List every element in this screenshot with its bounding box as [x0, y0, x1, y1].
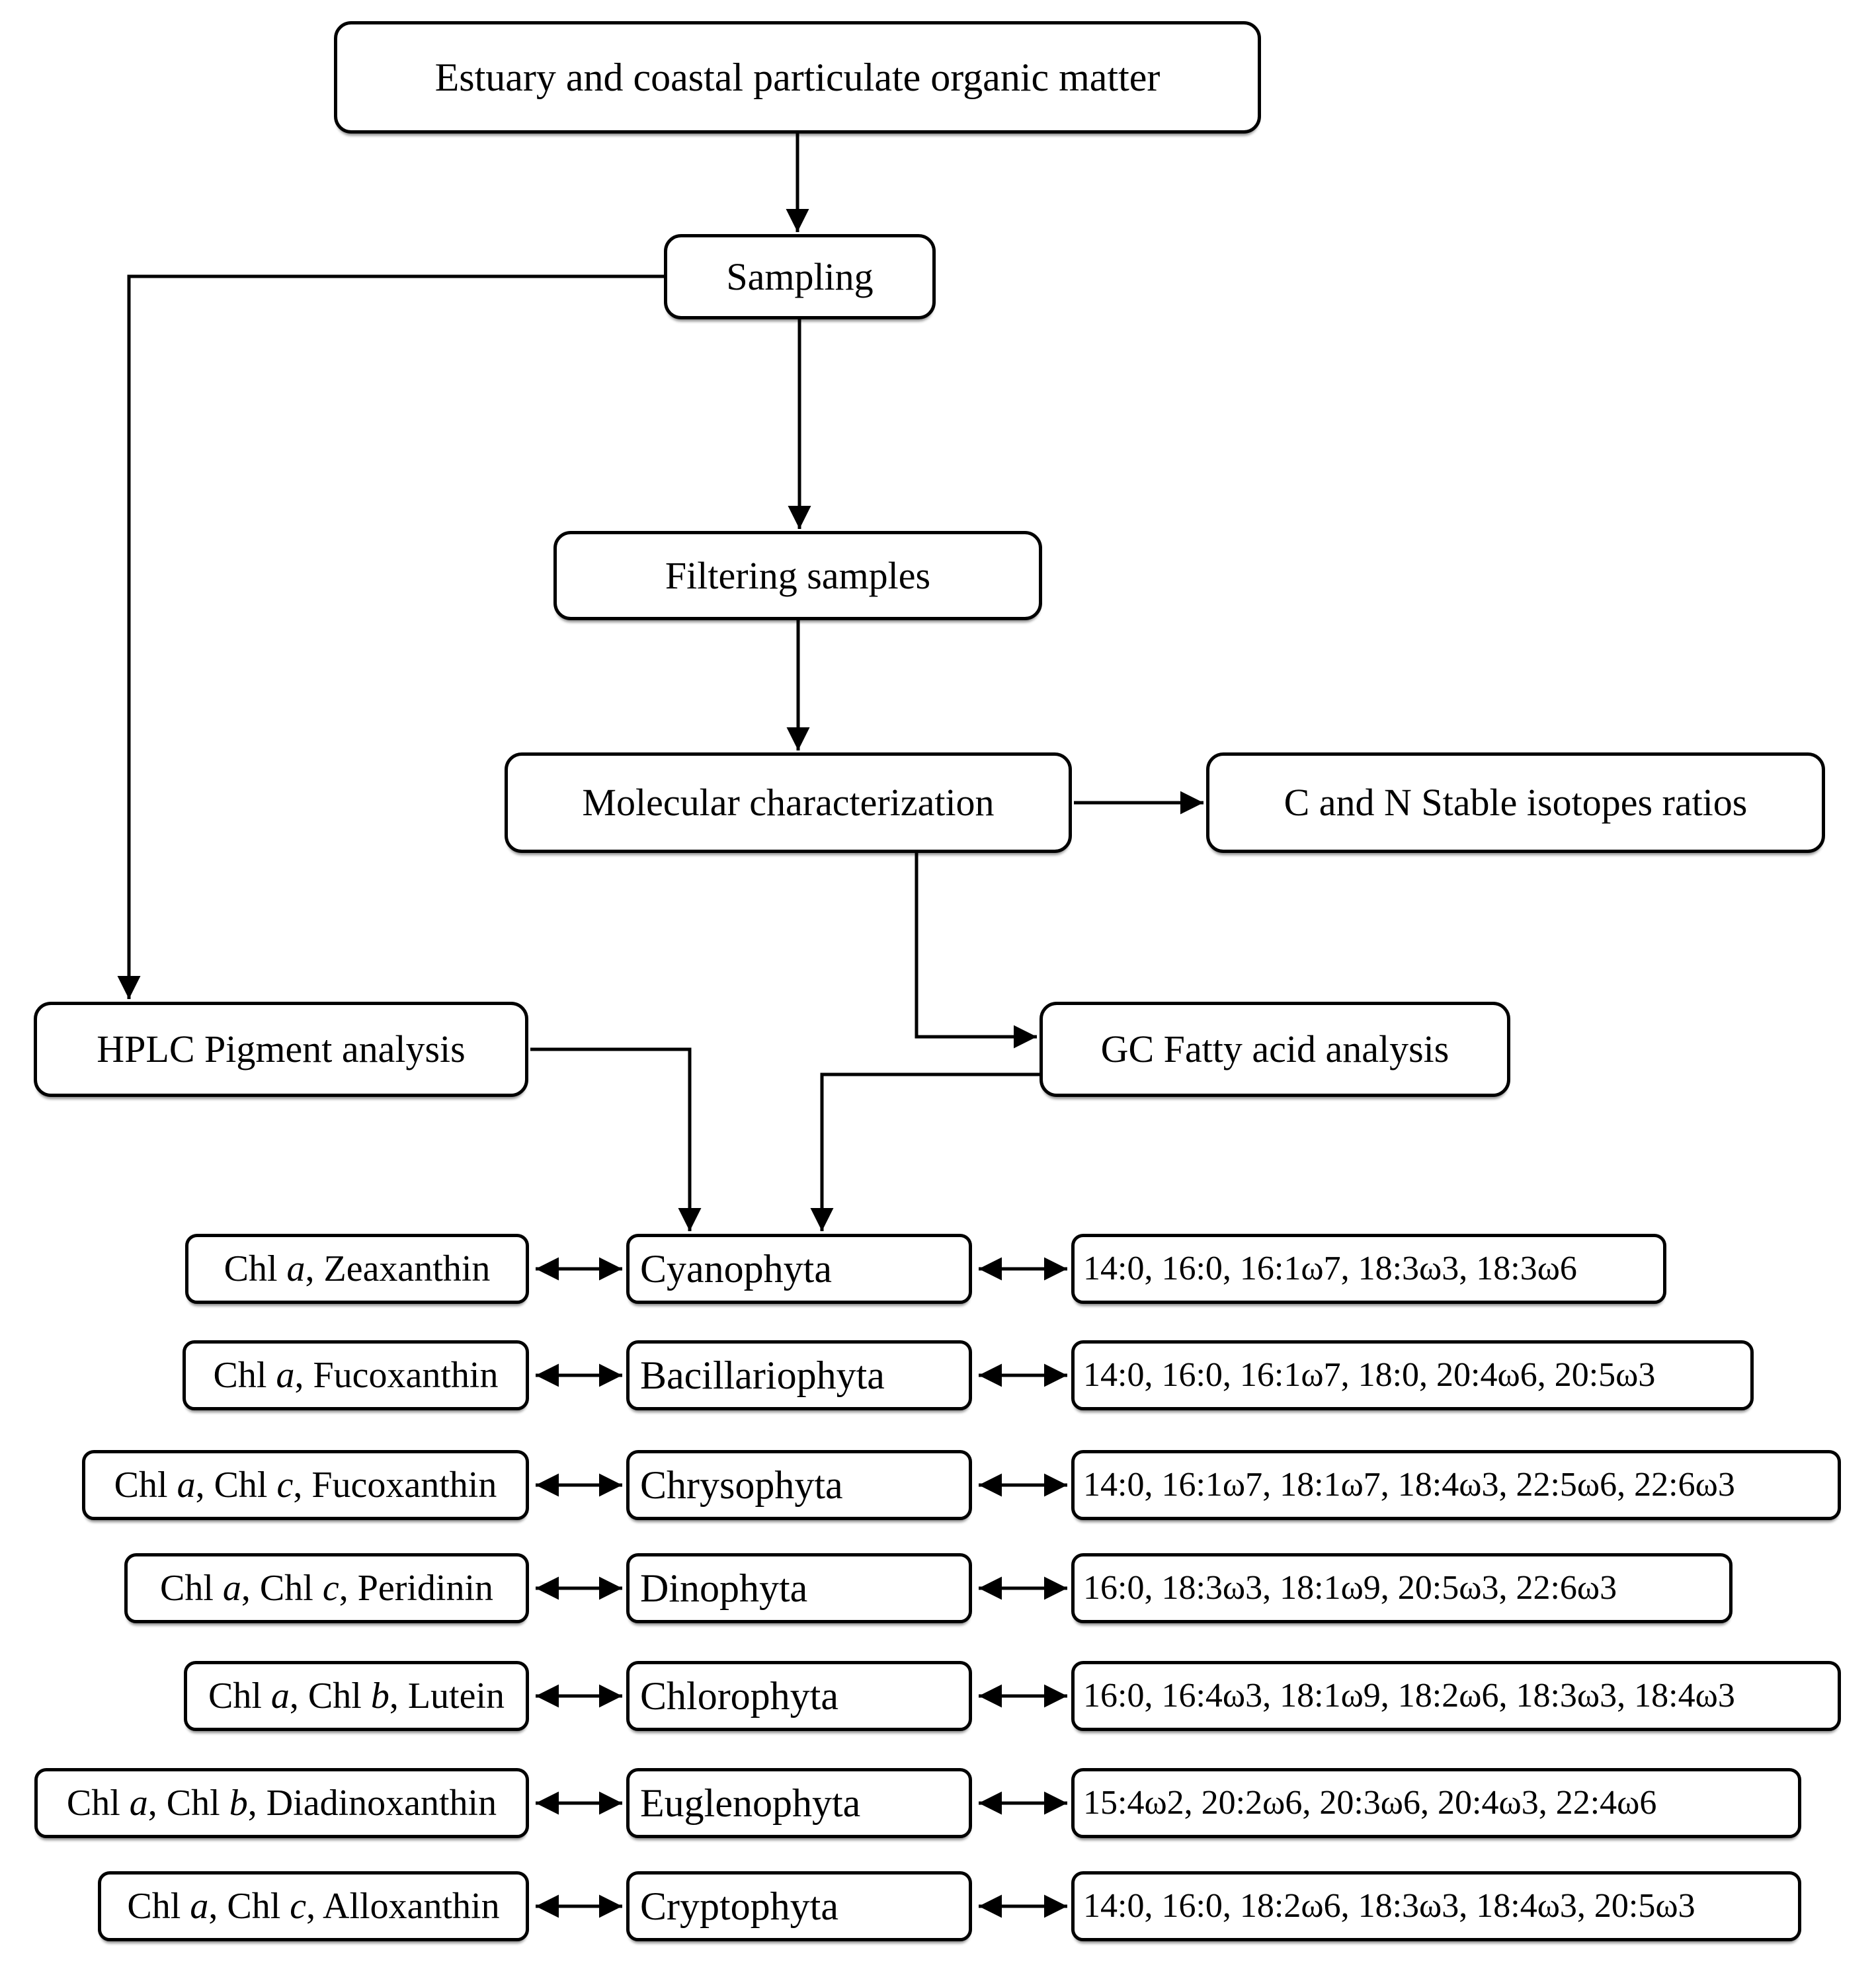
- node-gc-fatty-acid-analysis: GC Fatty acid analysis: [1040, 1002, 1510, 1097]
- phylum-label-dinophyta: Dinophyta: [640, 1566, 808, 1610]
- pigment-box-dinophyta: Chl a, Chl c, Peridinin: [124, 1553, 529, 1623]
- phylum-box-euglenophyta: Euglenophyta: [626, 1768, 972, 1838]
- pigment-label-euglenophyta: Chl a, Chl b, Diadinoxanthin: [66, 1783, 497, 1824]
- fatty-acids-label-cryptophyta: 14:0, 16:0, 18:2ω6, 18:3ω3, 18:4ω3, 20:5…: [1083, 1887, 1695, 1925]
- phylum-box-chlorophyta: Chlorophyta: [626, 1661, 972, 1731]
- node-hplc-pigment-analysis: HPLC Pigment analysis: [34, 1002, 528, 1097]
- fatty-acids-box-bacillariophyta: 14:0, 16:0, 16:1ω7, 18:0, 20:4ω6, 20:5ω3: [1071, 1340, 1754, 1410]
- fatty-acids-label-chlorophyta: 16:0, 16:4ω3, 18:1ω9, 18:2ω6, 18:3ω3, 18…: [1083, 1677, 1735, 1715]
- fatty-acids-box-cyanophyta: 14:0, 16:0, 16:1ω7, 18:3ω3, 18:3ω6: [1071, 1234, 1666, 1304]
- node-estuary-coastal-pom: Estuary and coastal particulate organic …: [334, 21, 1261, 134]
- phylum-label-cyanophyta: Cyanophyta: [640, 1247, 832, 1291]
- arrow-gc-to-cyanophyta: [810, 1072, 1040, 1231]
- phylum-box-chrysophyta: Chrysophyta: [626, 1450, 972, 1520]
- phylum-label-bacillariophyta: Bacillariophyta: [640, 1353, 885, 1397]
- arrow-sampling-to-hplc: [117, 274, 664, 999]
- node-sampling-label: Sampling: [726, 255, 874, 298]
- fatty-acids-box-chlorophyta: 16:0, 16:4ω3, 18:1ω9, 18:2ω6, 18:3ω3, 18…: [1071, 1661, 1841, 1731]
- pigment-box-euglenophyta: Chl a, Chl b, Diadinoxanthin: [34, 1768, 529, 1838]
- fatty-acids-box-cryptophyta: 14:0, 16:0, 18:2ω6, 18:3ω3, 18:4ω3, 20:5…: [1071, 1871, 1801, 1941]
- pigment-box-cryptophyta: Chl a, Chl c, Alloxanthin: [98, 1871, 529, 1941]
- pigment-box-chrysophyta: Chl a, Chl c, Fucoxanthin: [82, 1450, 529, 1520]
- pigment-box-cyanophyta: Chl a, Zeaxanthin: [185, 1234, 529, 1304]
- pigment-box-bacillariophyta: Chl a, Fucoxanthin: [183, 1340, 529, 1410]
- phylum-label-euglenophyta: Euglenophyta: [640, 1781, 861, 1825]
- pigment-label-chlorophyta: Chl a, Chl b, Lutein: [208, 1675, 505, 1716]
- pigment-label-cyanophyta: Chl a, Zeaxanthin: [224, 1248, 491, 1289]
- phylum-box-cryptophyta: Cryptophyta: [626, 1871, 972, 1941]
- fatty-acids-label-dinophyta: 16:0, 18:3ω3, 18:1ω9, 20:5ω3, 22:6ω3: [1083, 1569, 1617, 1607]
- node-estuary-label: Estuary and coastal particulate organic …: [434, 56, 1161, 99]
- node-molecular-characterization: Molecular characterization: [505, 752, 1072, 853]
- pigment-label-cryptophyta: Chl a, Chl c, Alloxanthin: [127, 1886, 500, 1927]
- arrow-hplc-to-cyanophyta: [530, 1047, 702, 1231]
- fatty-acids-label-cyanophyta: 14:0, 16:0, 16:1ω7, 18:3ω3, 18:3ω6: [1083, 1250, 1577, 1287]
- fatty-acids-label-chrysophyta: 14:0, 16:1ω7, 18:1ω7, 18:4ω3, 22:5ω6, 22…: [1083, 1466, 1735, 1504]
- node-isotopes-label: C and N Stable isotopes ratios: [1284, 781, 1748, 824]
- pigment-box-chlorophyta: Chl a, Chl b, Lutein: [184, 1661, 529, 1731]
- arrow-molecular-to-gc: [915, 853, 1037, 1049]
- node-molecular-label: Molecular characterization: [582, 781, 995, 824]
- node-stable-isotopes-ratios: C and N Stable isotopes ratios: [1206, 752, 1825, 853]
- node-gc-label: GC Fatty acid analysis: [1100, 1028, 1449, 1070]
- fatty-acids-box-euglenophyta: 15:4ω2, 20:2ω6, 20:3ω6, 20:4ω3, 22:4ω6: [1071, 1768, 1801, 1838]
- phylum-box-cyanophyta: Cyanophyta: [626, 1234, 972, 1304]
- fatty-acids-box-dinophyta: 16:0, 18:3ω3, 18:1ω9, 20:5ω3, 22:6ω3: [1071, 1553, 1733, 1623]
- fatty-acids-box-chrysophyta: 14:0, 16:1ω7, 18:1ω7, 18:4ω3, 22:5ω6, 22…: [1071, 1450, 1841, 1520]
- node-filtering-samples: Filtering samples: [553, 531, 1042, 620]
- node-filtering-label: Filtering samples: [665, 553, 931, 597]
- node-hplc-label: HPLC Pigment analysis: [97, 1028, 466, 1070]
- pigment-label-bacillariophyta: Chl a, Fucoxanthin: [213, 1355, 499, 1396]
- pigment-label-chrysophyta: Chl a, Chl c, Fucoxanthin: [114, 1465, 497, 1506]
- fatty-acids-label-bacillariophyta: 14:0, 16:0, 16:1ω7, 18:0, 20:4ω6, 20:5ω3: [1083, 1356, 1656, 1394]
- fatty-acids-label-euglenophyta: 15:4ω2, 20:2ω6, 20:3ω6, 20:4ω3, 22:4ω6: [1083, 1784, 1657, 1822]
- pigment-label-dinophyta: Chl a, Chl c, Peridinin: [159, 1568, 494, 1609]
- phylum-box-dinophyta: Dinophyta: [626, 1553, 972, 1623]
- node-sampling: Sampling: [664, 234, 936, 319]
- phylum-box-bacillariophyta: Bacillariophyta: [626, 1340, 972, 1410]
- phylum-label-chlorophyta: Chlorophyta: [640, 1674, 838, 1718]
- phylum-label-chrysophyta: Chrysophyta: [640, 1463, 843, 1507]
- phylum-label-cryptophyta: Cryptophyta: [640, 1884, 838, 1928]
